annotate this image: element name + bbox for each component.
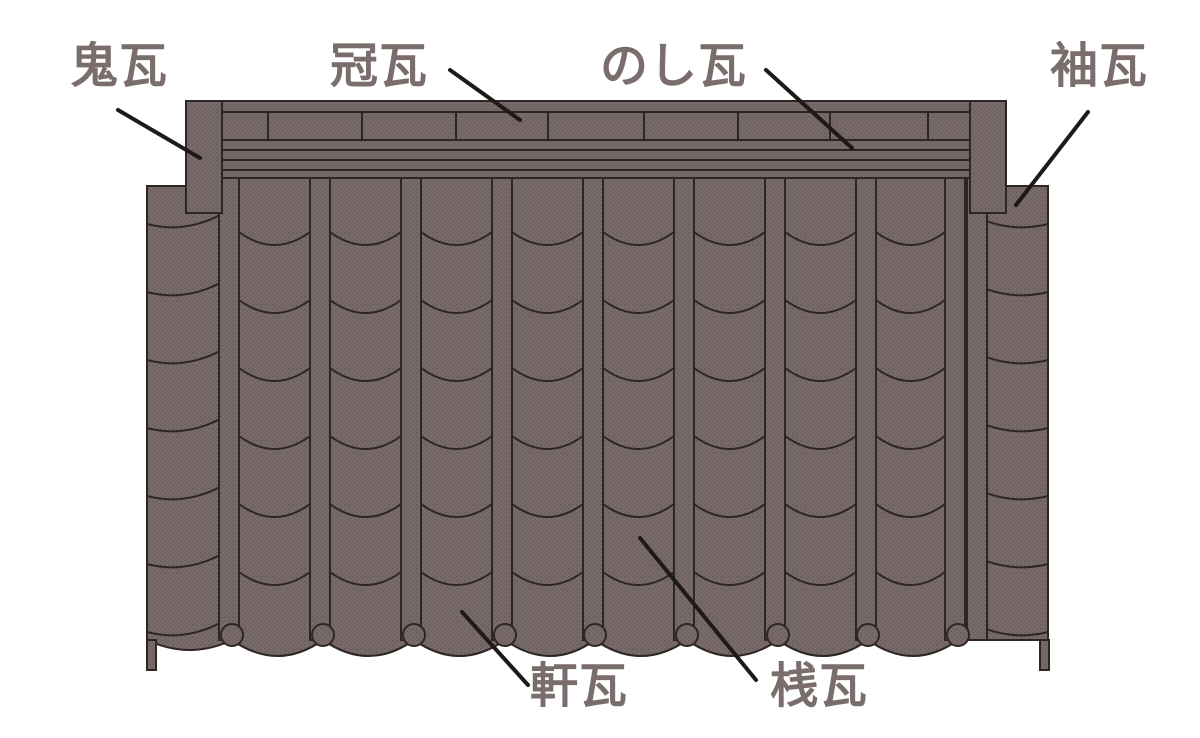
label-sangawara: 桟瓦: [770, 658, 869, 714]
sodegawara-left: [146, 213, 223, 637]
leader-lines: [116, 68, 1090, 687]
kanmurigawara: [221, 111, 973, 141]
label-nokigawara: 軒瓦: [530, 658, 629, 714]
label-onigawara: 鬼瓦: [70, 38, 169, 94]
leader-sangawara: [638, 536, 758, 682]
leader-oni: [116, 108, 202, 160]
leader-noki: [460, 610, 530, 687]
label-noshigawara: のし瓦: [600, 38, 748, 94]
onigawara-left: [185, 100, 223, 214]
label-kanmurigawara: 冠瓦: [330, 38, 429, 94]
noshigawara: [217, 139, 977, 179]
label-sodegawara: 袖瓦: [1050, 38, 1149, 94]
right-eave-leg: [1039, 639, 1050, 671]
onigawara-right: [969, 100, 1007, 214]
leader-sode: [1014, 110, 1090, 207]
sangawara-columns: [218, 177, 988, 647]
leader-kanmuri: [448, 68, 522, 122]
leader-noshi: [764, 68, 854, 150]
left-eave-leg: [146, 639, 157, 671]
